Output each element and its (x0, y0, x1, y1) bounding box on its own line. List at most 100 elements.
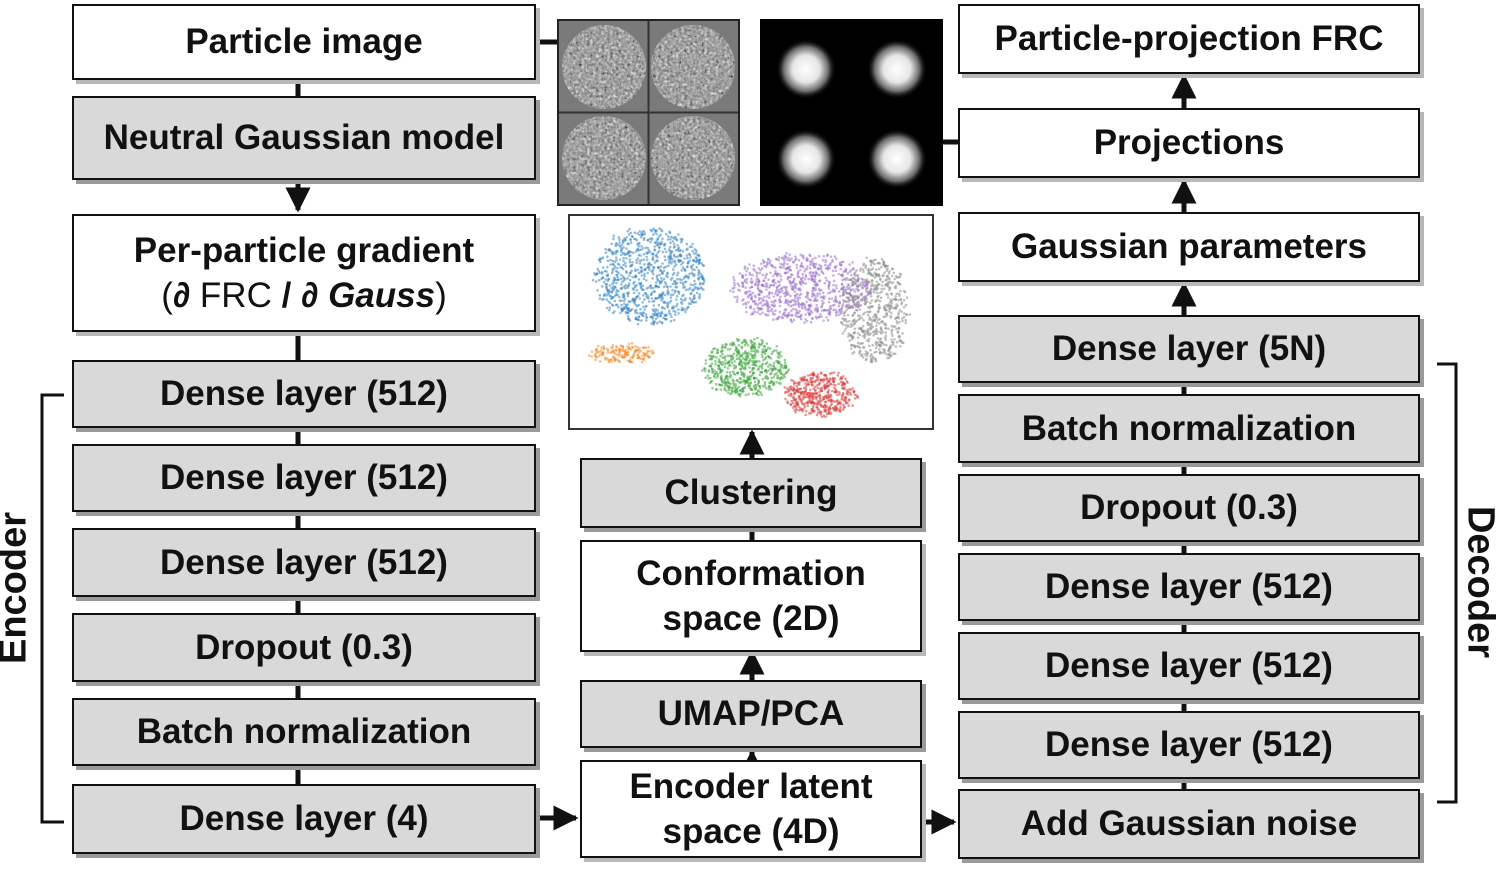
cluster-point (634, 308, 638, 312)
cluster-point (704, 376, 707, 380)
cluster-point (626, 315, 630, 318)
cluster-point (788, 386, 792, 389)
cluster-point (888, 270, 891, 273)
cluster-point (617, 305, 620, 309)
cluster-point (624, 238, 627, 242)
cluster-point (856, 344, 859, 348)
cluster-point (743, 367, 746, 370)
cluster-point (899, 298, 902, 302)
cluster-point (645, 279, 648, 282)
cluster-point (735, 357, 739, 361)
encoder-dense-layer-4: Dense layer (4) (72, 784, 536, 854)
cluster-point (772, 349, 776, 352)
cluster-point (622, 263, 625, 267)
cluster-point (817, 382, 821, 386)
cluster-point (899, 340, 903, 343)
cluster-point (645, 315, 648, 319)
cluster-point (813, 402, 817, 405)
cluster-point (780, 364, 784, 367)
cluster-point (726, 378, 729, 381)
cluster-point (885, 269, 889, 272)
cluster-point (783, 261, 786, 264)
cluster-point (627, 251, 630, 254)
cluster-point (842, 291, 845, 295)
cluster-point (594, 348, 597, 352)
cluster-point (755, 274, 759, 278)
projection-blob-3 (776, 129, 836, 189)
cluster-point (712, 355, 716, 359)
cluster-point (637, 245, 641, 248)
cluster-point (608, 294, 612, 298)
cluster-point (631, 261, 634, 264)
cluster-point (675, 295, 679, 298)
cluster-point (609, 351, 612, 354)
cluster-point (623, 297, 627, 301)
cluster-point (616, 266, 619, 270)
cluster-point (821, 309, 824, 312)
cluster-point (685, 265, 689, 269)
cluster-point (899, 344, 902, 348)
cluster-point (720, 350, 723, 354)
cluster-point (630, 342, 634, 345)
cluster-point (845, 320, 848, 323)
cluster-point (797, 395, 801, 398)
cluster-point (688, 259, 691, 263)
cluster-point (710, 362, 714, 366)
cluster-point (664, 250, 668, 254)
cluster-point (622, 259, 625, 263)
cluster-point (882, 260, 886, 264)
cluster-point (754, 351, 758, 354)
cluster-point (595, 280, 598, 283)
cluster-point (863, 284, 866, 287)
cluster-point (765, 283, 769, 286)
cluster-point (815, 309, 819, 312)
cluster-point (752, 300, 755, 304)
cluster-point (808, 313, 811, 317)
cluster-point (821, 258, 825, 262)
cluster-point (703, 367, 707, 370)
cluster-point (772, 284, 776, 287)
cluster-point (677, 290, 681, 294)
cluster-point (832, 274, 835, 277)
cluster-point (780, 256, 784, 260)
cluster-point (796, 296, 799, 299)
cluster-point (664, 232, 668, 236)
cluster-point (748, 370, 752, 374)
cluster-point (842, 311, 846, 315)
cluster-point (803, 270, 806, 273)
cluster-point (663, 255, 667, 258)
cluster-point (754, 386, 758, 390)
cluster-point (895, 341, 899, 344)
cluster-point (800, 265, 804, 268)
cluster-point (662, 266, 666, 269)
cluster-point (617, 354, 621, 357)
cluster-point (628, 282, 631, 285)
cluster-point (737, 380, 741, 384)
cluster-point (782, 312, 786, 315)
cluster-point (612, 279, 615, 282)
cluster-point (753, 302, 757, 306)
cluster-point (883, 264, 887, 267)
cluster-point (762, 279, 766, 282)
cluster-point (746, 355, 750, 359)
cluster-point (848, 263, 851, 266)
cluster-point (825, 308, 828, 312)
cluster-point (834, 314, 838, 317)
cluster-point (774, 281, 777, 285)
cluster-point (778, 272, 781, 276)
cluster-point (626, 345, 629, 348)
cluster-point (840, 384, 844, 387)
cluster-point (632, 251, 635, 255)
cluster-point (842, 270, 845, 273)
cluster-point (669, 296, 673, 299)
cluster-point (644, 313, 648, 316)
cluster-point (713, 347, 716, 350)
cluster-point (838, 391, 841, 394)
cluster-point (749, 387, 753, 391)
cluster-point (723, 388, 726, 391)
cluster-point (863, 278, 867, 282)
cluster-point (738, 377, 742, 380)
cluster-point (790, 399, 793, 403)
cluster-point (689, 302, 693, 305)
cluster-point (751, 273, 754, 277)
